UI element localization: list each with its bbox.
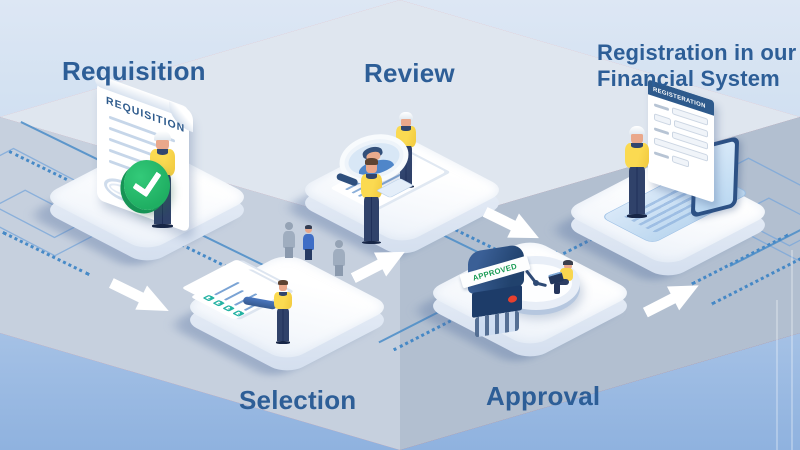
safety-helmet <box>628 126 646 136</box>
worker-figure <box>358 158 385 244</box>
figure-body <box>332 248 346 266</box>
step-label-requisition: Requisition <box>62 56 206 86</box>
figure-body <box>302 234 315 250</box>
worker-head <box>401 118 411 128</box>
registration-form: REGISTERATION <box>648 79 714 203</box>
form-label-line <box>654 151 669 160</box>
worker-feet <box>362 240 381 244</box>
worker-feet <box>151 224 174 228</box>
worker-head <box>365 158 378 173</box>
step-label-selection: Selection <box>239 385 357 415</box>
figure-head <box>304 225 313 234</box>
worker-legs <box>554 279 569 285</box>
figure-legs <box>285 247 293 258</box>
worker-legs <box>554 283 560 294</box>
step-label-approval: Approval <box>486 381 601 411</box>
hi-vis-shirt <box>360 174 383 198</box>
clock-center <box>533 280 539 286</box>
candidate-figure-gray <box>281 222 297 258</box>
hi-vis-shirt <box>274 292 292 310</box>
worker-figure <box>272 280 294 344</box>
checkbox-checked-icon <box>212 299 226 307</box>
checkbox-checked-icon <box>202 294 216 302</box>
worker-figure <box>622 126 652 218</box>
worker-head <box>631 134 643 145</box>
safety-helmet <box>399 112 413 120</box>
hi-vis-shirt <box>625 143 649 169</box>
figure-head <box>285 222 293 230</box>
hi-vis-shirt <box>396 126 416 147</box>
worker-legs <box>364 196 379 241</box>
step-label-registration: Registration in our Financial System <box>597 40 796 92</box>
step-label-review: Review <box>364 58 455 88</box>
worker-feet <box>626 214 648 218</box>
form-label-line <box>654 127 669 136</box>
checkbox-checked-icon <box>222 305 236 312</box>
worker-feet <box>275 341 291 344</box>
step-label-registration-line1: Registration in our <box>597 40 797 65</box>
candidate-figure-gray <box>331 240 347 276</box>
worker-legs <box>277 308 289 342</box>
form-input-box <box>672 155 689 168</box>
figure-body <box>282 230 296 248</box>
step-label-registration-line2: Financial System <box>597 65 780 91</box>
figure-legs <box>335 265 343 276</box>
figure-head <box>335 240 343 248</box>
form-input-box <box>654 113 671 126</box>
worker-head <box>277 280 288 291</box>
selected-candidate-figure <box>301 225 316 260</box>
worker-sitting-with-laptop <box>547 260 582 296</box>
worker-head <box>563 260 573 270</box>
form-label-line <box>654 103 669 112</box>
worker-legs <box>629 167 645 215</box>
figure-legs <box>304 249 313 260</box>
approved-stamp-icon: APPROVED <box>459 243 531 338</box>
safety-helmet <box>153 131 172 141</box>
worker-head <box>156 139 169 151</box>
